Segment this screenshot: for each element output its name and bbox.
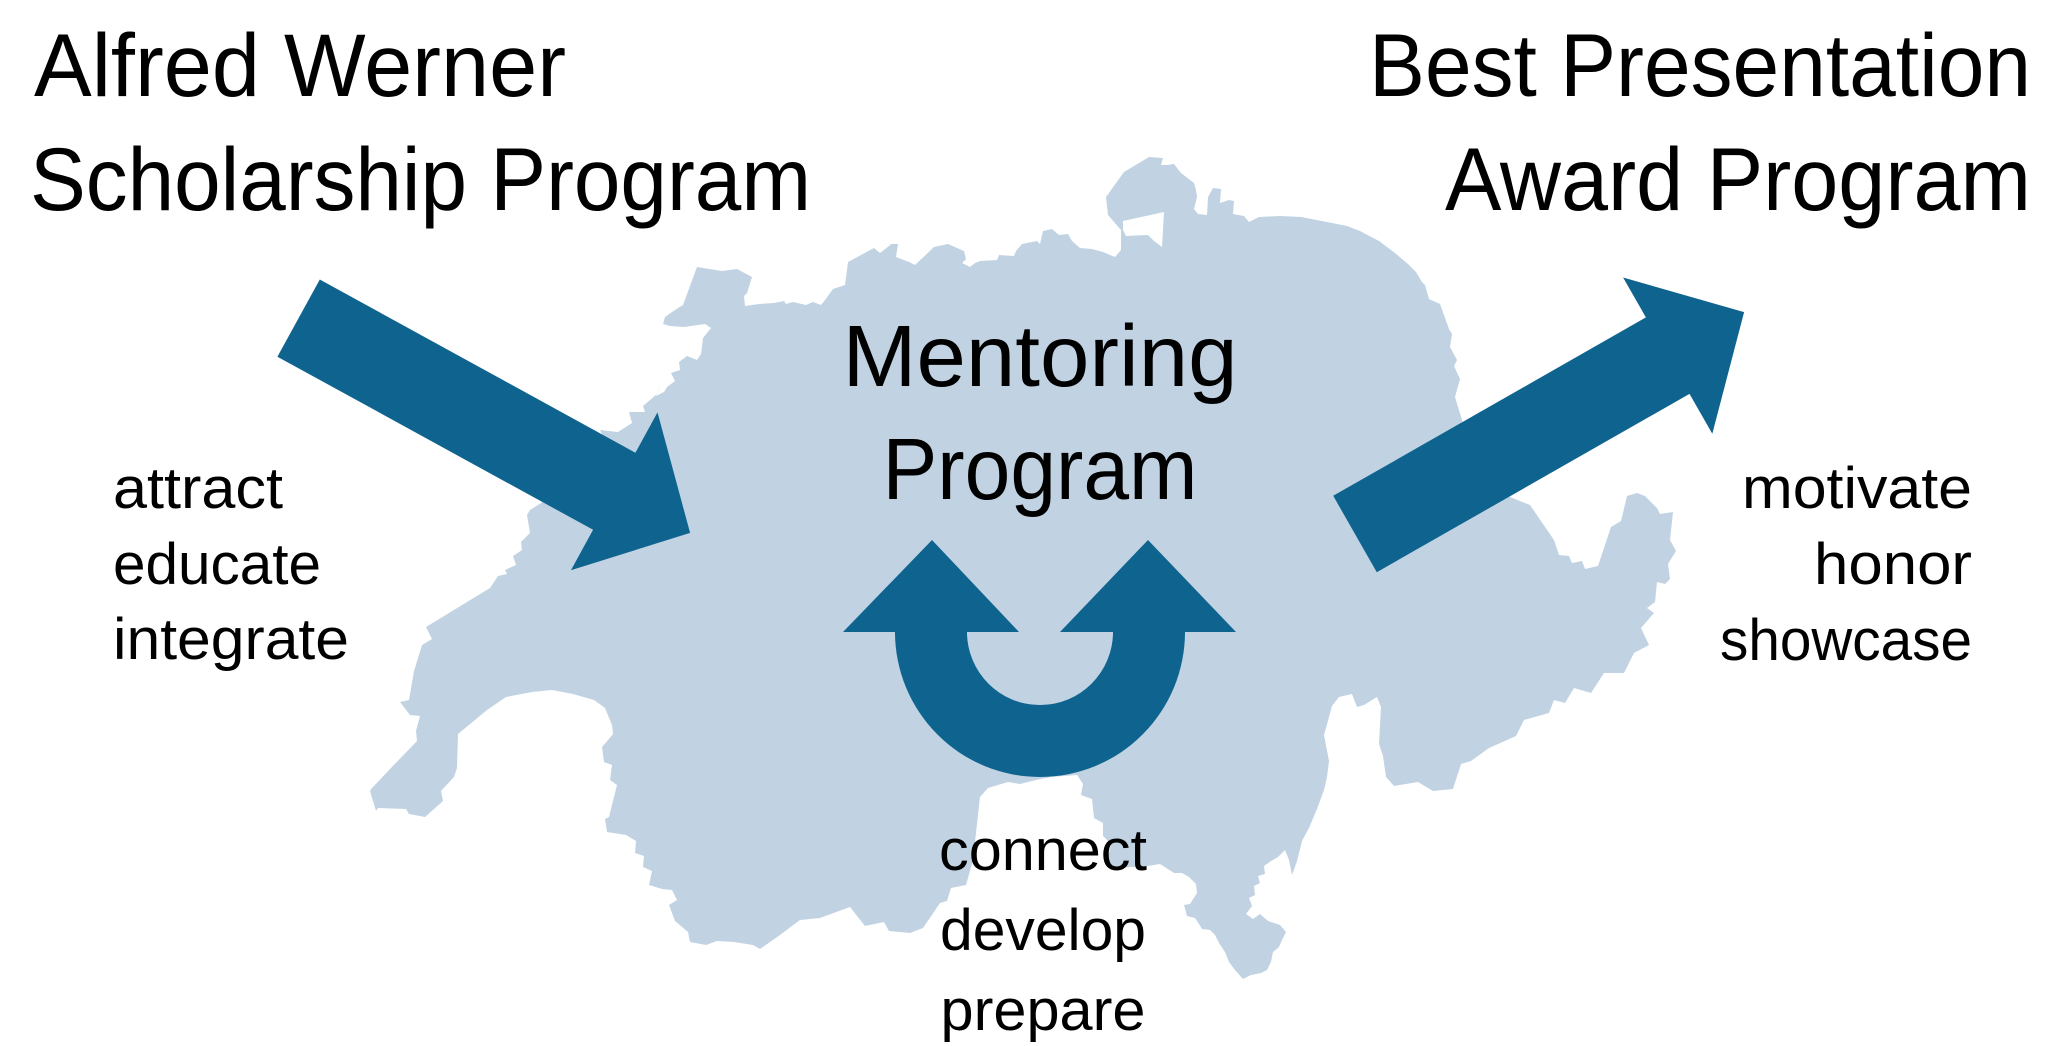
svg-text:attract: attract bbox=[113, 456, 283, 521]
svg-text:Alfred Werner: Alfred Werner bbox=[34, 15, 566, 115]
svg-text:develop: develop bbox=[940, 898, 1146, 963]
svg-text:educate: educate bbox=[113, 532, 321, 597]
svg-text:Best Presentation: Best Presentation bbox=[1369, 15, 2031, 115]
svg-text:honor: honor bbox=[1814, 532, 1972, 597]
svg-text:Program: Program bbox=[883, 421, 1198, 518]
svg-text:Scholarship Program: Scholarship Program bbox=[30, 129, 811, 229]
svg-text:Mentoring: Mentoring bbox=[843, 308, 1238, 405]
svg-text:motivate: motivate bbox=[1742, 456, 1972, 521]
svg-text:integrate: integrate bbox=[113, 607, 349, 672]
svg-text:prepare: prepare bbox=[941, 978, 1146, 1043]
svg-text:Award Program: Award Program bbox=[1445, 129, 2031, 229]
svg-text:showcase: showcase bbox=[1720, 608, 1972, 673]
svg-text:connect: connect bbox=[939, 818, 1147, 883]
